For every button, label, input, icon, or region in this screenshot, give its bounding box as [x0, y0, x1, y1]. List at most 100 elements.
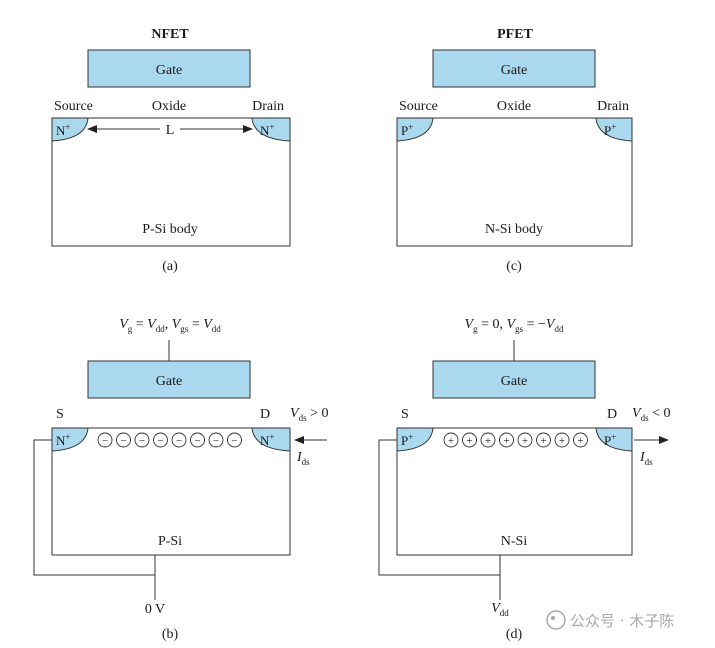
panel-b-gate: [87, 360, 251, 399]
panel-d-source-region-label: P+: [401, 432, 413, 448]
panel-a-gate: [87, 49, 251, 88]
panel-c-drain-label: Drain: [597, 99, 629, 114]
electron-circle: [153, 432, 168, 448]
panel-b-bottom-label: 0 V: [145, 602, 165, 617]
panel-c-body-label: N-Si body: [485, 222, 543, 237]
panel-c-source-label: Source: [399, 99, 438, 114]
panel-c-oxide-label: Oxide: [497, 99, 531, 114]
electron-circle: [208, 432, 224, 448]
panel-b-source-body-wire: [33, 439, 156, 600]
panel-c-drain-region: [595, 117, 633, 142]
electron-circle: [97, 432, 113, 448]
panel-c-gate: [432, 49, 596, 88]
panel-b-caption: (b): [162, 627, 179, 642]
panel-d-body: [396, 427, 633, 556]
electron-symbol: −: [157, 435, 163, 447]
electron-circle: [171, 432, 187, 448]
panel-b-drain-region-label: N+: [260, 432, 274, 448]
panel-d-source-body-wire: [378, 439, 501, 600]
panel-a-nfet: NFET Gate Source Oxide Drain N+ N+ L P-S…: [51, 27, 291, 274]
panel-d-drain-label: D: [607, 407, 617, 422]
hole-symbol: +: [540, 435, 546, 447]
hole-circle: [554, 432, 570, 448]
panel-c-drain-region-label: P+: [604, 122, 616, 138]
panel-a-body-label: P-Si body: [142, 222, 198, 237]
panel-d-gate-label: Gate: [501, 374, 527, 389]
panel-d-source-label: S: [401, 407, 409, 422]
electron-symbol: −: [231, 435, 237, 447]
hole-symbol: +: [485, 435, 491, 447]
panel-a-title: NFET: [151, 27, 189, 42]
electron-symbol: −: [194, 435, 200, 447]
hole-circle: [517, 432, 533, 448]
hole-circle: [462, 432, 477, 448]
panel-b-ids-label: Ids: [296, 450, 310, 467]
hole-symbol: +: [503, 435, 509, 447]
panel-a-source-label: Source: [54, 99, 93, 114]
panel-a-drain-label: Drain: [252, 99, 284, 114]
hole-circle: [443, 432, 459, 448]
electron-circle: [116, 432, 131, 448]
panel-b-body: [51, 427, 291, 556]
panel-c-gate-label: Gate: [501, 63, 527, 78]
panel-a-gate-label: Gate: [156, 63, 182, 78]
panel-b-nfet-on: Vg = Vdd, Vgs = Vdd Gate S D Vds > 0 N+ …: [33, 317, 328, 642]
panel-b-source-region: [51, 427, 89, 452]
electron-circle: [227, 432, 242, 448]
hole-circle: [573, 432, 588, 448]
hole-circle: [536, 432, 551, 448]
panel-d-gate: [432, 360, 596, 399]
hole-symbol: +: [466, 435, 472, 447]
panel-b-vds-label: Vds > 0: [290, 406, 328, 423]
electron-circle: [134, 432, 150, 448]
hole-symbol: +: [577, 435, 583, 447]
hole-symbol: +: [448, 435, 454, 447]
panel-d-pfet-on: Vg = 0, Vgs = −Vdd Gate S D Vds < 0 P+ P…: [378, 317, 670, 642]
panel-a-caption: (a): [162, 259, 178, 274]
panel-c-title: PFET: [497, 27, 533, 42]
panel-c-source-region: [396, 117, 434, 142]
panel-c-pfet: PFET Gate Source Oxide Drain P+ P+ N-Si …: [396, 27, 633, 274]
panel-c-body: [396, 117, 633, 247]
panel-d-ids-label: Ids: [639, 450, 653, 467]
panel-a-drain-region-label: N+: [260, 122, 274, 138]
hole-symbol: +: [559, 435, 565, 447]
panel-d-gate-bias: Vg = 0, Vgs = −Vdd: [465, 317, 564, 334]
panel-c-caption: (c): [506, 259, 522, 274]
electron-circle: [190, 432, 205, 448]
hole-circle: [499, 432, 514, 448]
panel-b-drain-region: [251, 427, 291, 452]
electron-symbol: −: [120, 435, 126, 447]
watermark-logo-icon: [546, 610, 566, 630]
watermark-text: 公众号 · 木子陈: [570, 612, 674, 630]
panel-b-body-label: P-Si: [158, 534, 182, 549]
electron-symbol: −: [139, 435, 145, 447]
panel-a-drain-region: [251, 117, 291, 142]
panel-b-gate-label: Gate: [156, 374, 182, 389]
panel-a-oxide-label: Oxide: [152, 99, 186, 114]
hole-symbol: +: [522, 435, 528, 447]
panel-b-source-label: S: [56, 407, 64, 422]
panel-b-source-region-label: N+: [56, 432, 70, 448]
electron-symbol: −: [213, 435, 219, 447]
panel-a-body: [51, 117, 291, 247]
panel-a-source-region-label: N+: [56, 122, 70, 138]
panel-b-drain-label: D: [260, 407, 270, 422]
panel-b-electron-channel: −−−−−−−−: [97, 432, 242, 448]
electron-symbol: −: [176, 435, 182, 447]
panel-b-gate-bias: Vg = Vdd, Vgs = Vdd: [119, 317, 221, 334]
panel-d-source-region: [396, 427, 434, 452]
electron-symbol: −: [102, 435, 108, 447]
panel-a-length-label: L: [166, 123, 175, 138]
panel-d-caption: (d): [506, 627, 523, 642]
panel-d-vds-label: Vds < 0: [632, 406, 670, 423]
panel-d-body-label: N-Si: [501, 534, 528, 549]
hole-circle: [480, 432, 496, 448]
panel-a-source-region: [51, 117, 89, 142]
panel-d-hole-channel: + + + + + + + +: [443, 432, 588, 448]
panel-d-drain-region: [595, 427, 633, 452]
panel-d-bottom-label: Vdd: [491, 601, 509, 618]
watermark: 公众号 · 木子陈: [546, 610, 674, 630]
panel-c-source-region-label: P+: [401, 122, 413, 138]
watermark-logo-dot-icon: [551, 616, 555, 620]
